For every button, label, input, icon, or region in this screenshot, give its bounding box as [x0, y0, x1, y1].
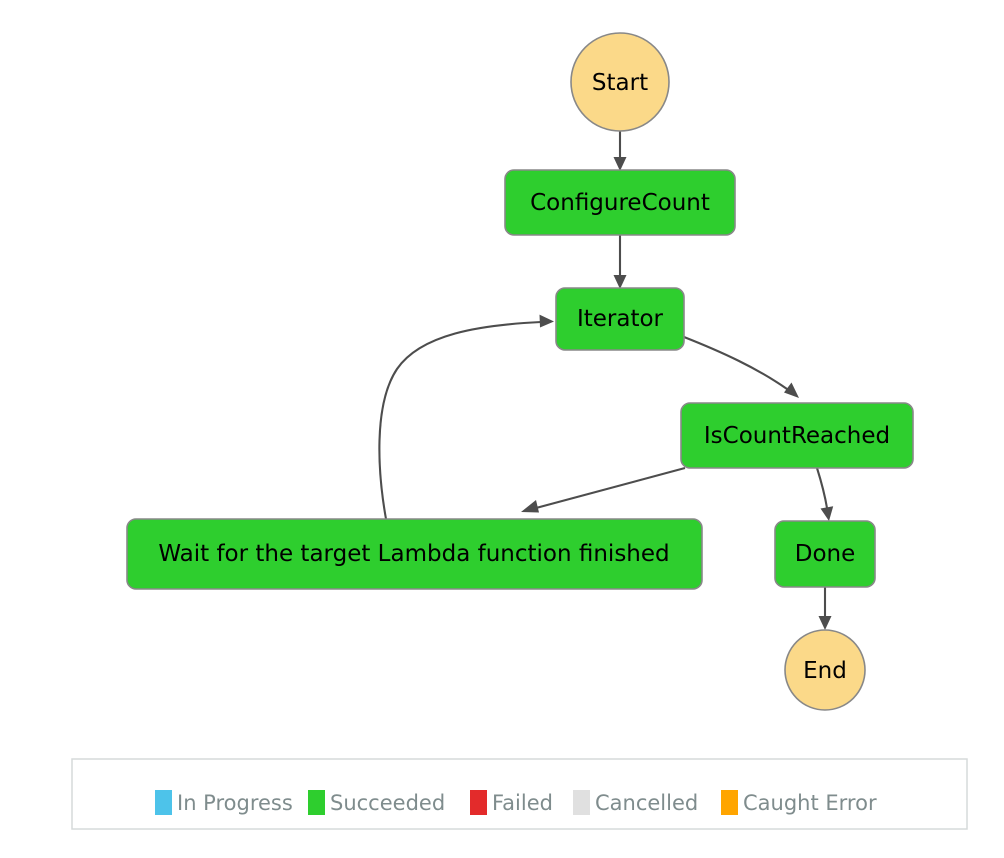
legend-swatch-cancelled: [573, 790, 590, 815]
arrow-head-icon: [784, 382, 799, 398]
legend-swatch-failed: [470, 790, 487, 815]
edge-is-count-reached-to-done: [815, 467, 834, 521]
edge-line: [535, 466, 686, 510]
node-is-count-reached-shape[interactable]: [680, 402, 914, 469]
node-is-count-reached[interactable]: IsCountReached: [680, 402, 914, 469]
edge-done-to-end: [818, 587, 832, 630]
legend-item-in-progress: In Progress: [155, 790, 293, 815]
legend-item-cancelled: Cancelled: [573, 790, 698, 815]
node-wait-for-lambda[interactable]: Wait for the target Lambda function fini…: [126, 518, 703, 590]
legend-label-failed: Failed: [492, 791, 553, 815]
node-end-shape[interactable]: [784, 629, 866, 711]
legend-label-succeeded: Succeeded: [330, 791, 445, 815]
nodes-layer: Start ConfigureCount Iterator IsCountRea…: [126, 32, 914, 711]
edge-line: [683, 336, 788, 390]
node-start[interactable]: Start: [570, 32, 670, 132]
arrow-head-icon: [539, 314, 554, 328]
edge-wait-to-iterator-loopback: [378, 314, 554, 520]
node-iterator-shape[interactable]: [555, 287, 685, 351]
node-end[interactable]: End: [784, 629, 866, 711]
legend-swatch-succeeded: [308, 790, 325, 815]
arrow-head-icon: [820, 506, 834, 521]
node-start-shape[interactable]: [570, 32, 670, 132]
legend-swatch-caught-error: [721, 790, 738, 815]
arrow-head-icon: [818, 616, 832, 630]
arrow-head-icon: [613, 275, 627, 289]
edge-line: [815, 467, 829, 509]
edge-line: [378, 320, 542, 520]
node-configure-count-shape[interactable]: [504, 169, 736, 236]
legend-label-cancelled: Cancelled: [595, 791, 698, 815]
node-done-shape[interactable]: [774, 520, 876, 588]
arrow-head-icon: [521, 500, 539, 513]
node-configure-count[interactable]: ConfigureCount: [504, 169, 736, 236]
edge-iterator-to-is-count-reached: [683, 336, 799, 398]
legend-swatch-in-progress: [155, 790, 172, 815]
legend-label-caught-error: Caught Error: [743, 791, 877, 815]
legend-item-failed: Failed: [470, 790, 553, 815]
legend-label-in-progress: In Progress: [177, 791, 293, 815]
node-iterator[interactable]: Iterator: [555, 287, 685, 351]
edge-is-count-reached-to-wait: [521, 466, 686, 513]
legend-panel: [71, 758, 968, 830]
edge-configure-count-to-iterator: [613, 235, 627, 289]
edges-layer: [378, 131, 834, 630]
legend-item-succeeded: Succeeded: [308, 790, 445, 815]
node-wait-for-lambda-shape[interactable]: [126, 518, 703, 590]
arrow-head-icon: [613, 157, 627, 171]
legend: In Progress Succeeded Failed Cancelled C…: [71, 758, 968, 830]
legend-item-caught-error: Caught Error: [721, 790, 877, 815]
edge-start-to-configure-count: [613, 131, 627, 171]
node-done[interactable]: Done: [774, 520, 876, 588]
